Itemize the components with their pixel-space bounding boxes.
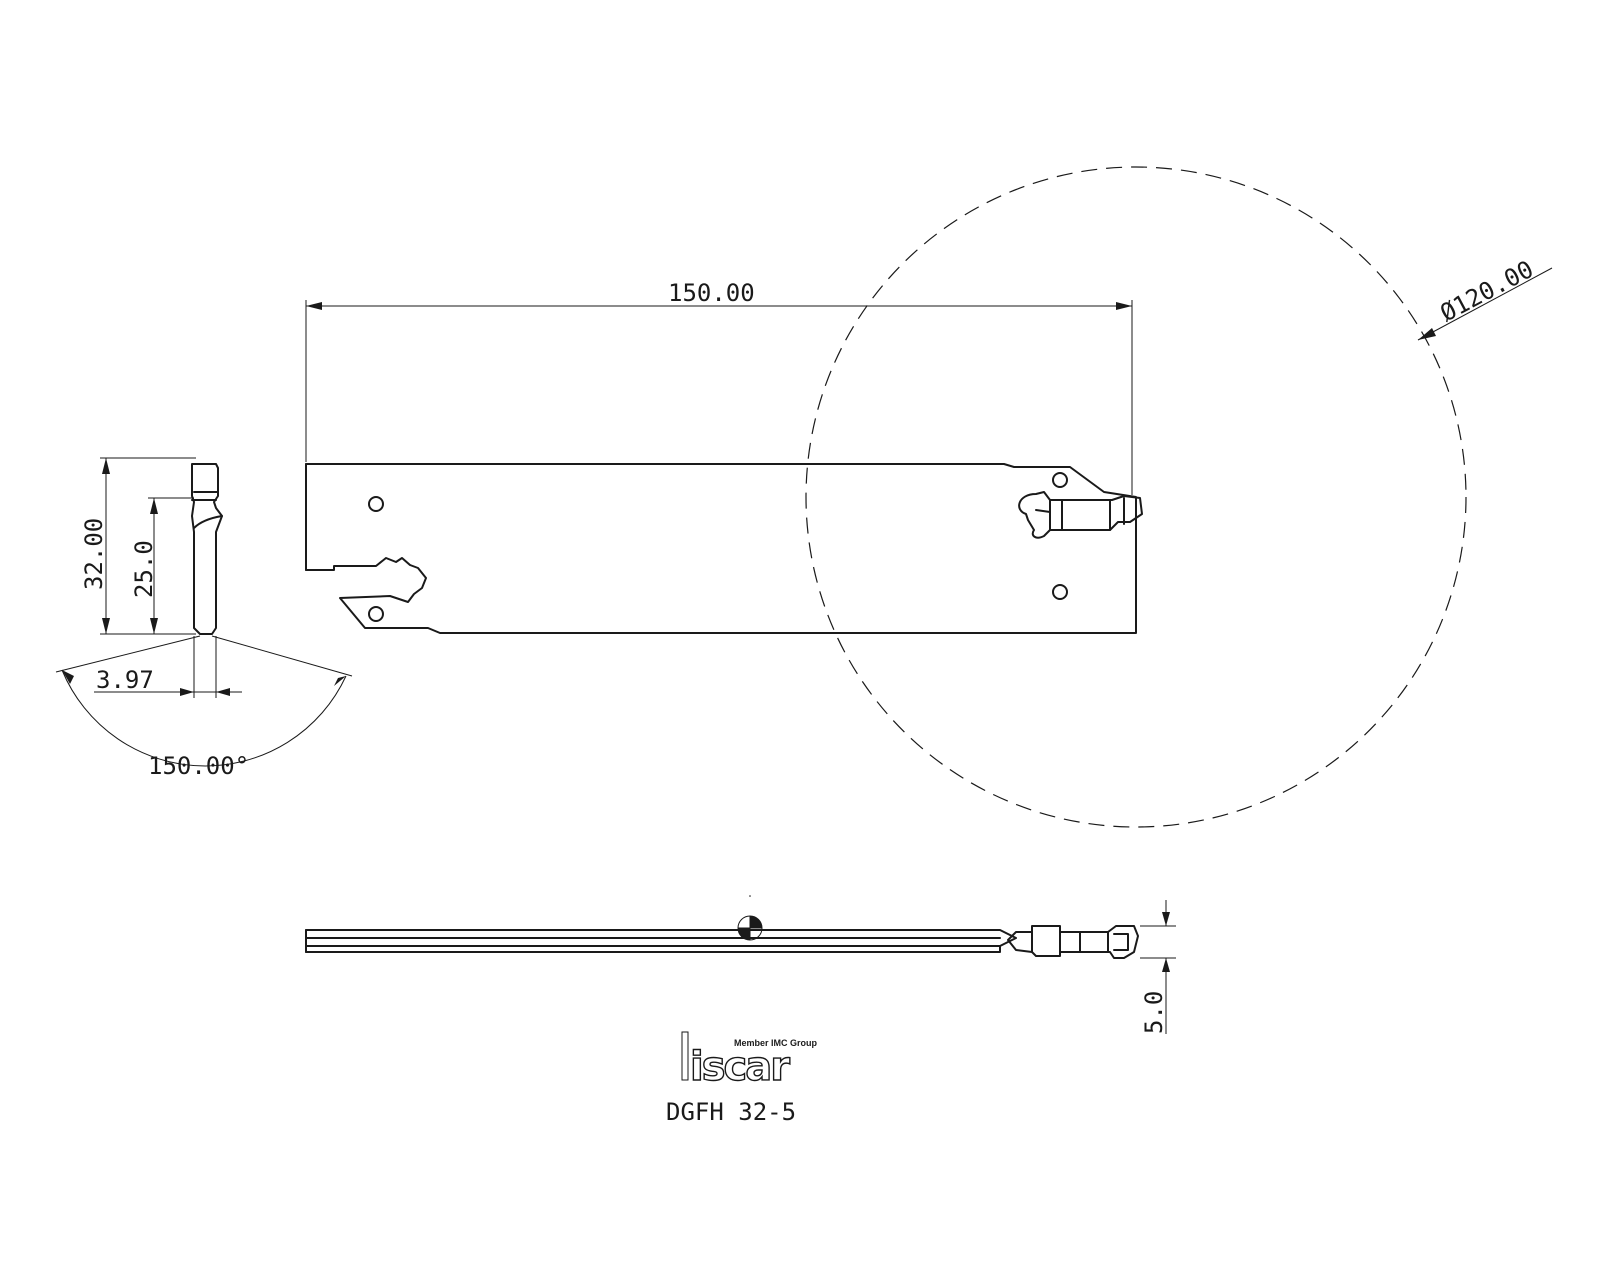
insert-width-value: 5.0 <box>1140 991 1168 1034</box>
brand-logo: Member IMC Group iscar <box>681 1031 818 1091</box>
length-dimension: 150.00 <box>305 279 1133 495</box>
height-total-dimension: 32.00 <box>80 457 196 635</box>
screw-hole <box>1052 472 1068 488</box>
logo-brand: iscar <box>690 1044 790 1090</box>
screw-hole <box>368 496 384 512</box>
diameter-value: Ø120.00 <box>1436 255 1538 327</box>
height-total-value: 32.00 <box>80 518 108 590</box>
angle-value: 150.00° <box>148 752 249 780</box>
insert-width-dimension: 5.0 <box>1140 900 1176 1034</box>
angle-dimension: 150.00° <box>55 635 353 780</box>
blade-side-view <box>305 463 1143 634</box>
logo-tagline: Member IMC Group <box>734 1038 818 1048</box>
height-shank-value: 25.0 <box>130 540 158 598</box>
screw-hole <box>1052 584 1068 600</box>
length-value: 150.00 <box>668 279 755 307</box>
height-shank-dimension: 25.0 <box>130 497 194 634</box>
cutting-diameter-circle <box>805 166 1467 828</box>
blade-width-dimension: 3.97 <box>94 636 242 698</box>
diameter-dimension: Ø120.00 <box>1417 255 1553 341</box>
blade-end-view <box>191 463 223 635</box>
blade-top-view <box>305 895 1139 959</box>
center-mark-icon <box>737 915 763 941</box>
screw-hole <box>368 606 384 622</box>
model-code: DGFH 32-5 <box>666 1098 796 1126</box>
blade-width-value: 3.97 <box>96 666 154 694</box>
